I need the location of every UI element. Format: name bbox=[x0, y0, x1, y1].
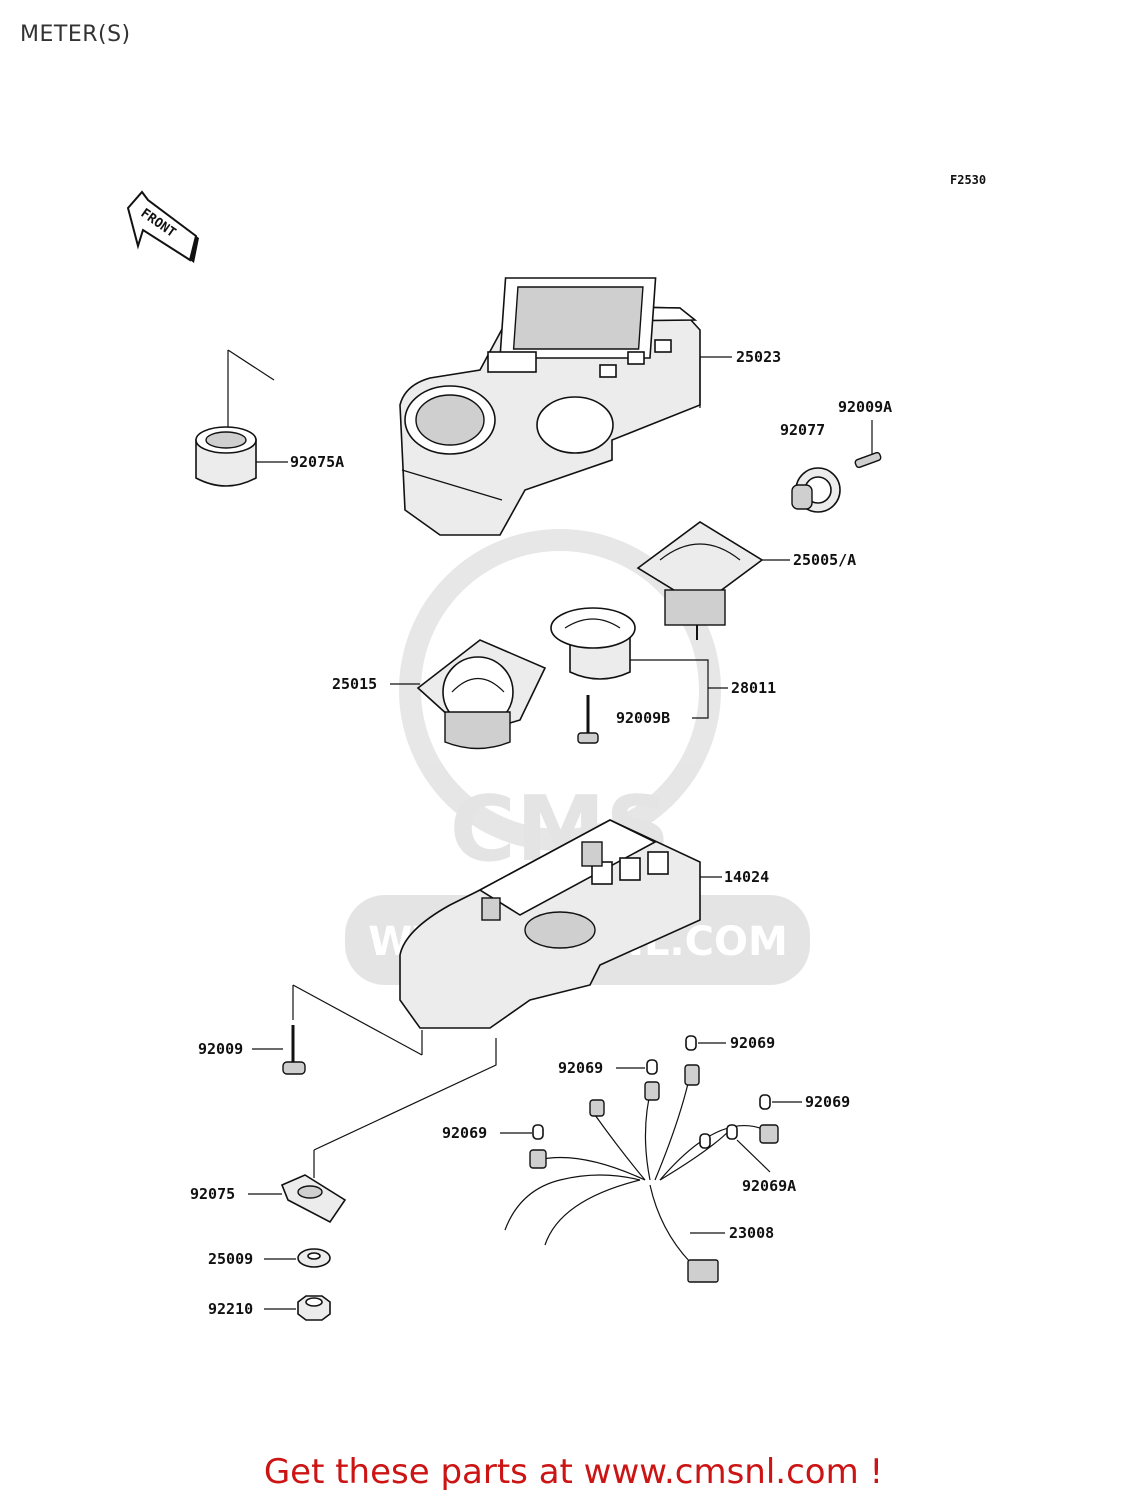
leader-lines bbox=[248, 356, 802, 1310]
gear-92077 bbox=[791, 467, 841, 513]
part-label: 14024 bbox=[724, 868, 769, 886]
part-label: 28011 bbox=[731, 679, 776, 697]
part-label: 92069A bbox=[742, 1177, 796, 1195]
part-label: 92009B bbox=[616, 709, 670, 727]
part-label: 25023 bbox=[736, 348, 781, 366]
bulbs-92069 bbox=[532, 1035, 771, 1149]
screw-92009A bbox=[854, 420, 882, 469]
meter-unit-25005 bbox=[636, 521, 764, 640]
screw-92009B bbox=[577, 695, 599, 744]
part-label: 25009 bbox=[208, 1250, 253, 1268]
washer-25009 bbox=[297, 1248, 331, 1268]
figure-code: F2530 bbox=[950, 173, 986, 187]
part-label: 92069 bbox=[442, 1124, 487, 1142]
page-title: METER(S) bbox=[20, 22, 131, 47]
nut-92210 bbox=[297, 1295, 331, 1321]
gauge-28011 bbox=[550, 607, 636, 680]
part-label: 92075 bbox=[190, 1185, 235, 1203]
screw-92009 bbox=[282, 984, 497, 1151]
part-label: 92069 bbox=[805, 1093, 850, 1111]
grommet-92075A bbox=[195, 349, 275, 487]
part-label: 92009 bbox=[198, 1040, 243, 1058]
wire-harness-23008 bbox=[504, 1064, 779, 1283]
meter-case-14024 bbox=[399, 819, 701, 1029]
part-label: 92069 bbox=[558, 1059, 603, 1077]
part-label: 25015 bbox=[332, 675, 377, 693]
part-label: 23008 bbox=[729, 1224, 774, 1242]
part-label: 92077 bbox=[780, 421, 825, 439]
part-label: 92210 bbox=[208, 1300, 253, 1318]
front-arrow-icon: FRONT bbox=[126, 190, 199, 263]
part-label: 92075A bbox=[290, 453, 344, 471]
meter-cover-25023 bbox=[399, 277, 701, 536]
mount-92075 bbox=[280, 1150, 347, 1224]
promo-link[interactable]: Get these parts at www.cmsnl.com ! bbox=[263, 1452, 884, 1492]
meter-unit-25015 bbox=[416, 639, 547, 750]
part-label: 92069 bbox=[730, 1034, 775, 1052]
part-label: 92009A bbox=[838, 398, 892, 416]
part-label: 25005/A bbox=[793, 551, 856, 569]
